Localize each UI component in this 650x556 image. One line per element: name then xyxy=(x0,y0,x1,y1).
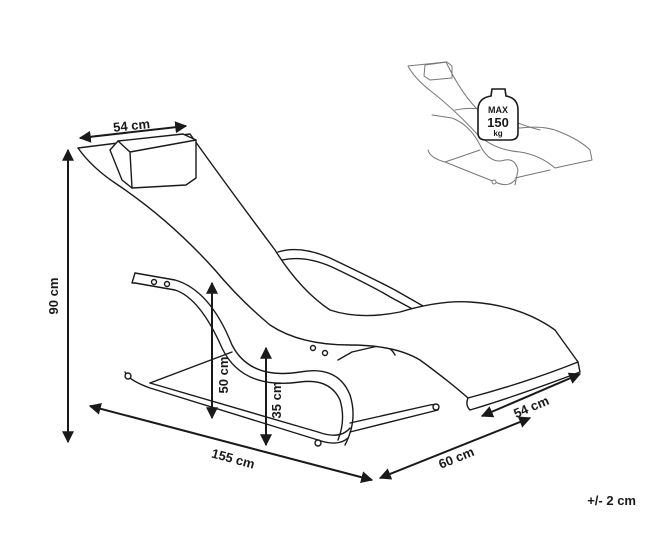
badge-max: MAX xyxy=(488,105,508,115)
label-height: 90 cm xyxy=(46,278,61,315)
preview-foot-cap xyxy=(491,179,497,185)
preview-pillow xyxy=(423,61,453,81)
frame-bolt-4 xyxy=(321,349,329,357)
label-front-width: 54 cm xyxy=(511,393,551,421)
frame-bolt-3 xyxy=(309,344,317,352)
weight-icon xyxy=(477,88,519,141)
label-seat-width: 54 cm xyxy=(112,116,150,135)
preview-base xyxy=(427,149,551,186)
rocking-lounger-drawing xyxy=(77,133,581,447)
rocker-base-rear-runner xyxy=(349,403,440,433)
frame-bolt-1 xyxy=(150,278,158,286)
dim-arrow-front-width xyxy=(480,372,582,418)
frame-wave-inner xyxy=(281,257,421,314)
badge-weight-value: 150 xyxy=(487,115,509,130)
headrest-pillow-seam xyxy=(117,139,197,189)
tolerance-note: +/- 2 cm xyxy=(587,493,636,508)
foot-cap-right xyxy=(432,403,440,411)
frame-bolt-2 xyxy=(163,280,171,288)
dim-arrow-length xyxy=(88,402,374,484)
dim-arrow-depth xyxy=(378,416,532,480)
preview-drawing: MAX 150 kg xyxy=(407,61,593,186)
label-front-height: 35 cm xyxy=(269,382,284,419)
dim-arrow-seat-width xyxy=(78,121,188,143)
frame-wave-outer xyxy=(277,248,431,311)
label-length: 155 cm xyxy=(210,446,256,472)
armrest-end xyxy=(131,272,136,284)
dimension-lines xyxy=(62,121,582,484)
rocker-base-right xyxy=(149,382,351,436)
badge-weight-unit: kg xyxy=(493,129,502,138)
foot-cap-center xyxy=(314,439,322,447)
base-crossbar xyxy=(149,351,233,384)
label-seat-height: 50 cm xyxy=(216,357,231,394)
foot-cap-left xyxy=(124,372,132,380)
